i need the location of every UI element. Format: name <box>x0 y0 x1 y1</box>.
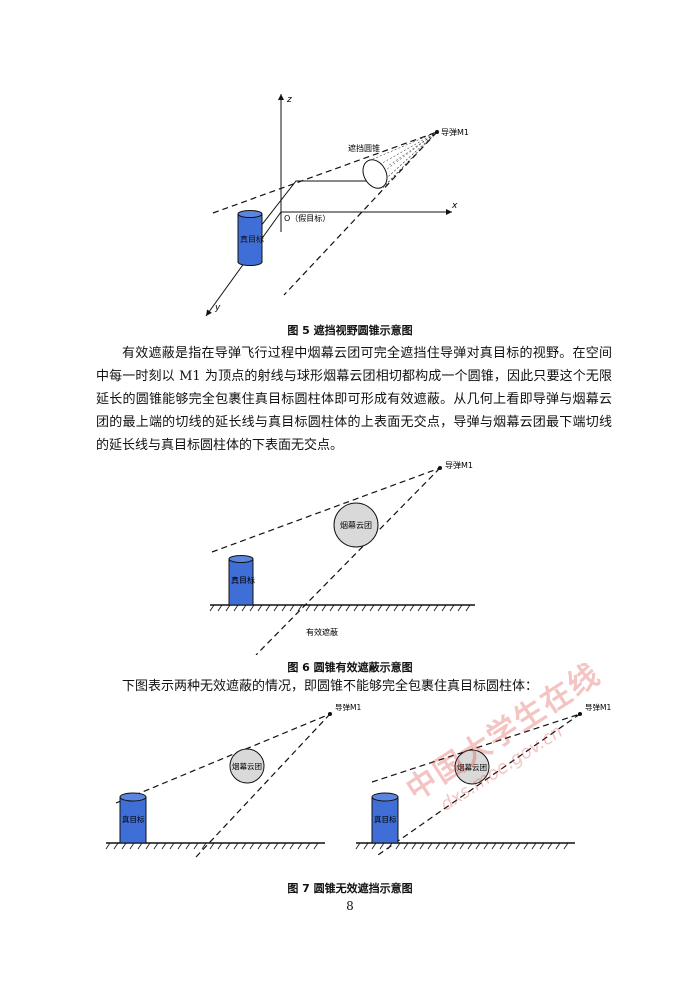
true-target-cylinder-right: 真目标 <box>371 792 399 844</box>
true-target-label-left: 真目标 <box>122 814 145 824</box>
sight-line-upper <box>212 131 438 214</box>
missile-point-left <box>328 712 332 716</box>
z-axis-label: z <box>286 95 292 105</box>
smoke-cloud-right <box>454 749 490 785</box>
true-target-label: 真目标 <box>240 234 264 244</box>
y-axis-label: y <box>214 303 221 313</box>
smoke-cloud-left <box>229 748 265 784</box>
true-target-cylinder: 真目标 <box>237 210 264 266</box>
figure-5-caption: 图 5 遮挡视野圆锥示意图 <box>287 324 413 337</box>
page-number: 8 <box>346 899 354 913</box>
x-axis-label: x <box>451 201 458 211</box>
ground-hatching <box>209 604 471 612</box>
true-target-label: 真目标 <box>231 575 255 585</box>
tangent-line-lower <box>255 467 441 655</box>
true-target-cylinder-left: 真目标 <box>119 792 147 844</box>
figure-6-diagram: 烟幕云团 导弹M1 真目标 有效遮蔽 <box>209 460 475 655</box>
effective-occlusion-label: 有效遮蔽 <box>306 627 338 637</box>
tangent-line-lower-left <box>195 713 331 858</box>
projection-line <box>249 180 368 241</box>
missile-point <box>435 130 439 134</box>
tangent-line-lower-right <box>377 713 581 856</box>
smoke-cloud <box>333 502 379 548</box>
true-target-label-right: 真目标 <box>374 814 397 824</box>
ground-hatching-left <box>105 842 319 850</box>
tangent-line-upper-left <box>115 713 331 804</box>
origin-label: O（假目标） <box>284 213 330 223</box>
figure-7-diagram: 烟幕云团 导弹M1 真目标 烟幕云团 导弹M1 <box>105 702 611 858</box>
paragraph-effective-occlusion: 有效遮蔽是指在导弹飞行过程中烟幕云团可完全遮挡住导弹对真目标的视野。在空间中每一… <box>96 342 612 457</box>
figure-6-caption: 图 6 圆锥有效遮蔽示意图 <box>287 661 413 674</box>
missile-label-right: 导弹M1 <box>585 702 611 712</box>
figure-5-diagram: z x y 导弹M1 遮挡圆锥 O（假目标） 真目标 <box>205 94 469 317</box>
figure-7-caption: 图 7 圆锥无效遮挡示意图 <box>287 882 413 895</box>
true-target-cylinder: 真目标 <box>228 555 255 606</box>
missile-label: 导弹M1 <box>441 127 469 137</box>
paragraph-1-text: 有效遮蔽是指在导弹飞行过程中烟幕云团可完全遮挡住导弹对真目标的视野。在空间中每一… <box>96 346 612 453</box>
smoke-cloud-label-left: 烟幕云团 <box>232 761 262 771</box>
ground-hatching-right <box>355 842 569 850</box>
cone-base <box>362 159 388 189</box>
smoke-cloud-label: 烟幕云团 <box>340 520 372 530</box>
smoke-cloud-label-right: 烟幕云团 <box>457 762 487 772</box>
tangent-line-upper-right <box>371 713 581 783</box>
tangent-line-upper <box>211 467 441 553</box>
cone-label: 遮挡圆锥 <box>348 143 380 153</box>
missile-point-right <box>578 712 582 716</box>
figure-7-right-panel: 烟幕云团 导弹M1 真目标 <box>355 702 611 856</box>
missile-label: 导弹M1 <box>445 460 473 470</box>
missile-point <box>438 466 442 470</box>
paragraph-2-text: 下图表示两种无效遮蔽的情况，即圆锥不能够完全包裹住真目标圆柱体： <box>122 679 539 694</box>
sight-line-lower <box>283 131 438 296</box>
missile-label-left: 导弹M1 <box>335 702 361 712</box>
figure-7-left-panel: 烟幕云团 导弹M1 真目标 <box>105 702 361 858</box>
paragraph-invalid-occlusion: 下图表示两种无效遮蔽的情况，即圆锥不能够完全包裹住真目标圆柱体： <box>96 675 612 698</box>
